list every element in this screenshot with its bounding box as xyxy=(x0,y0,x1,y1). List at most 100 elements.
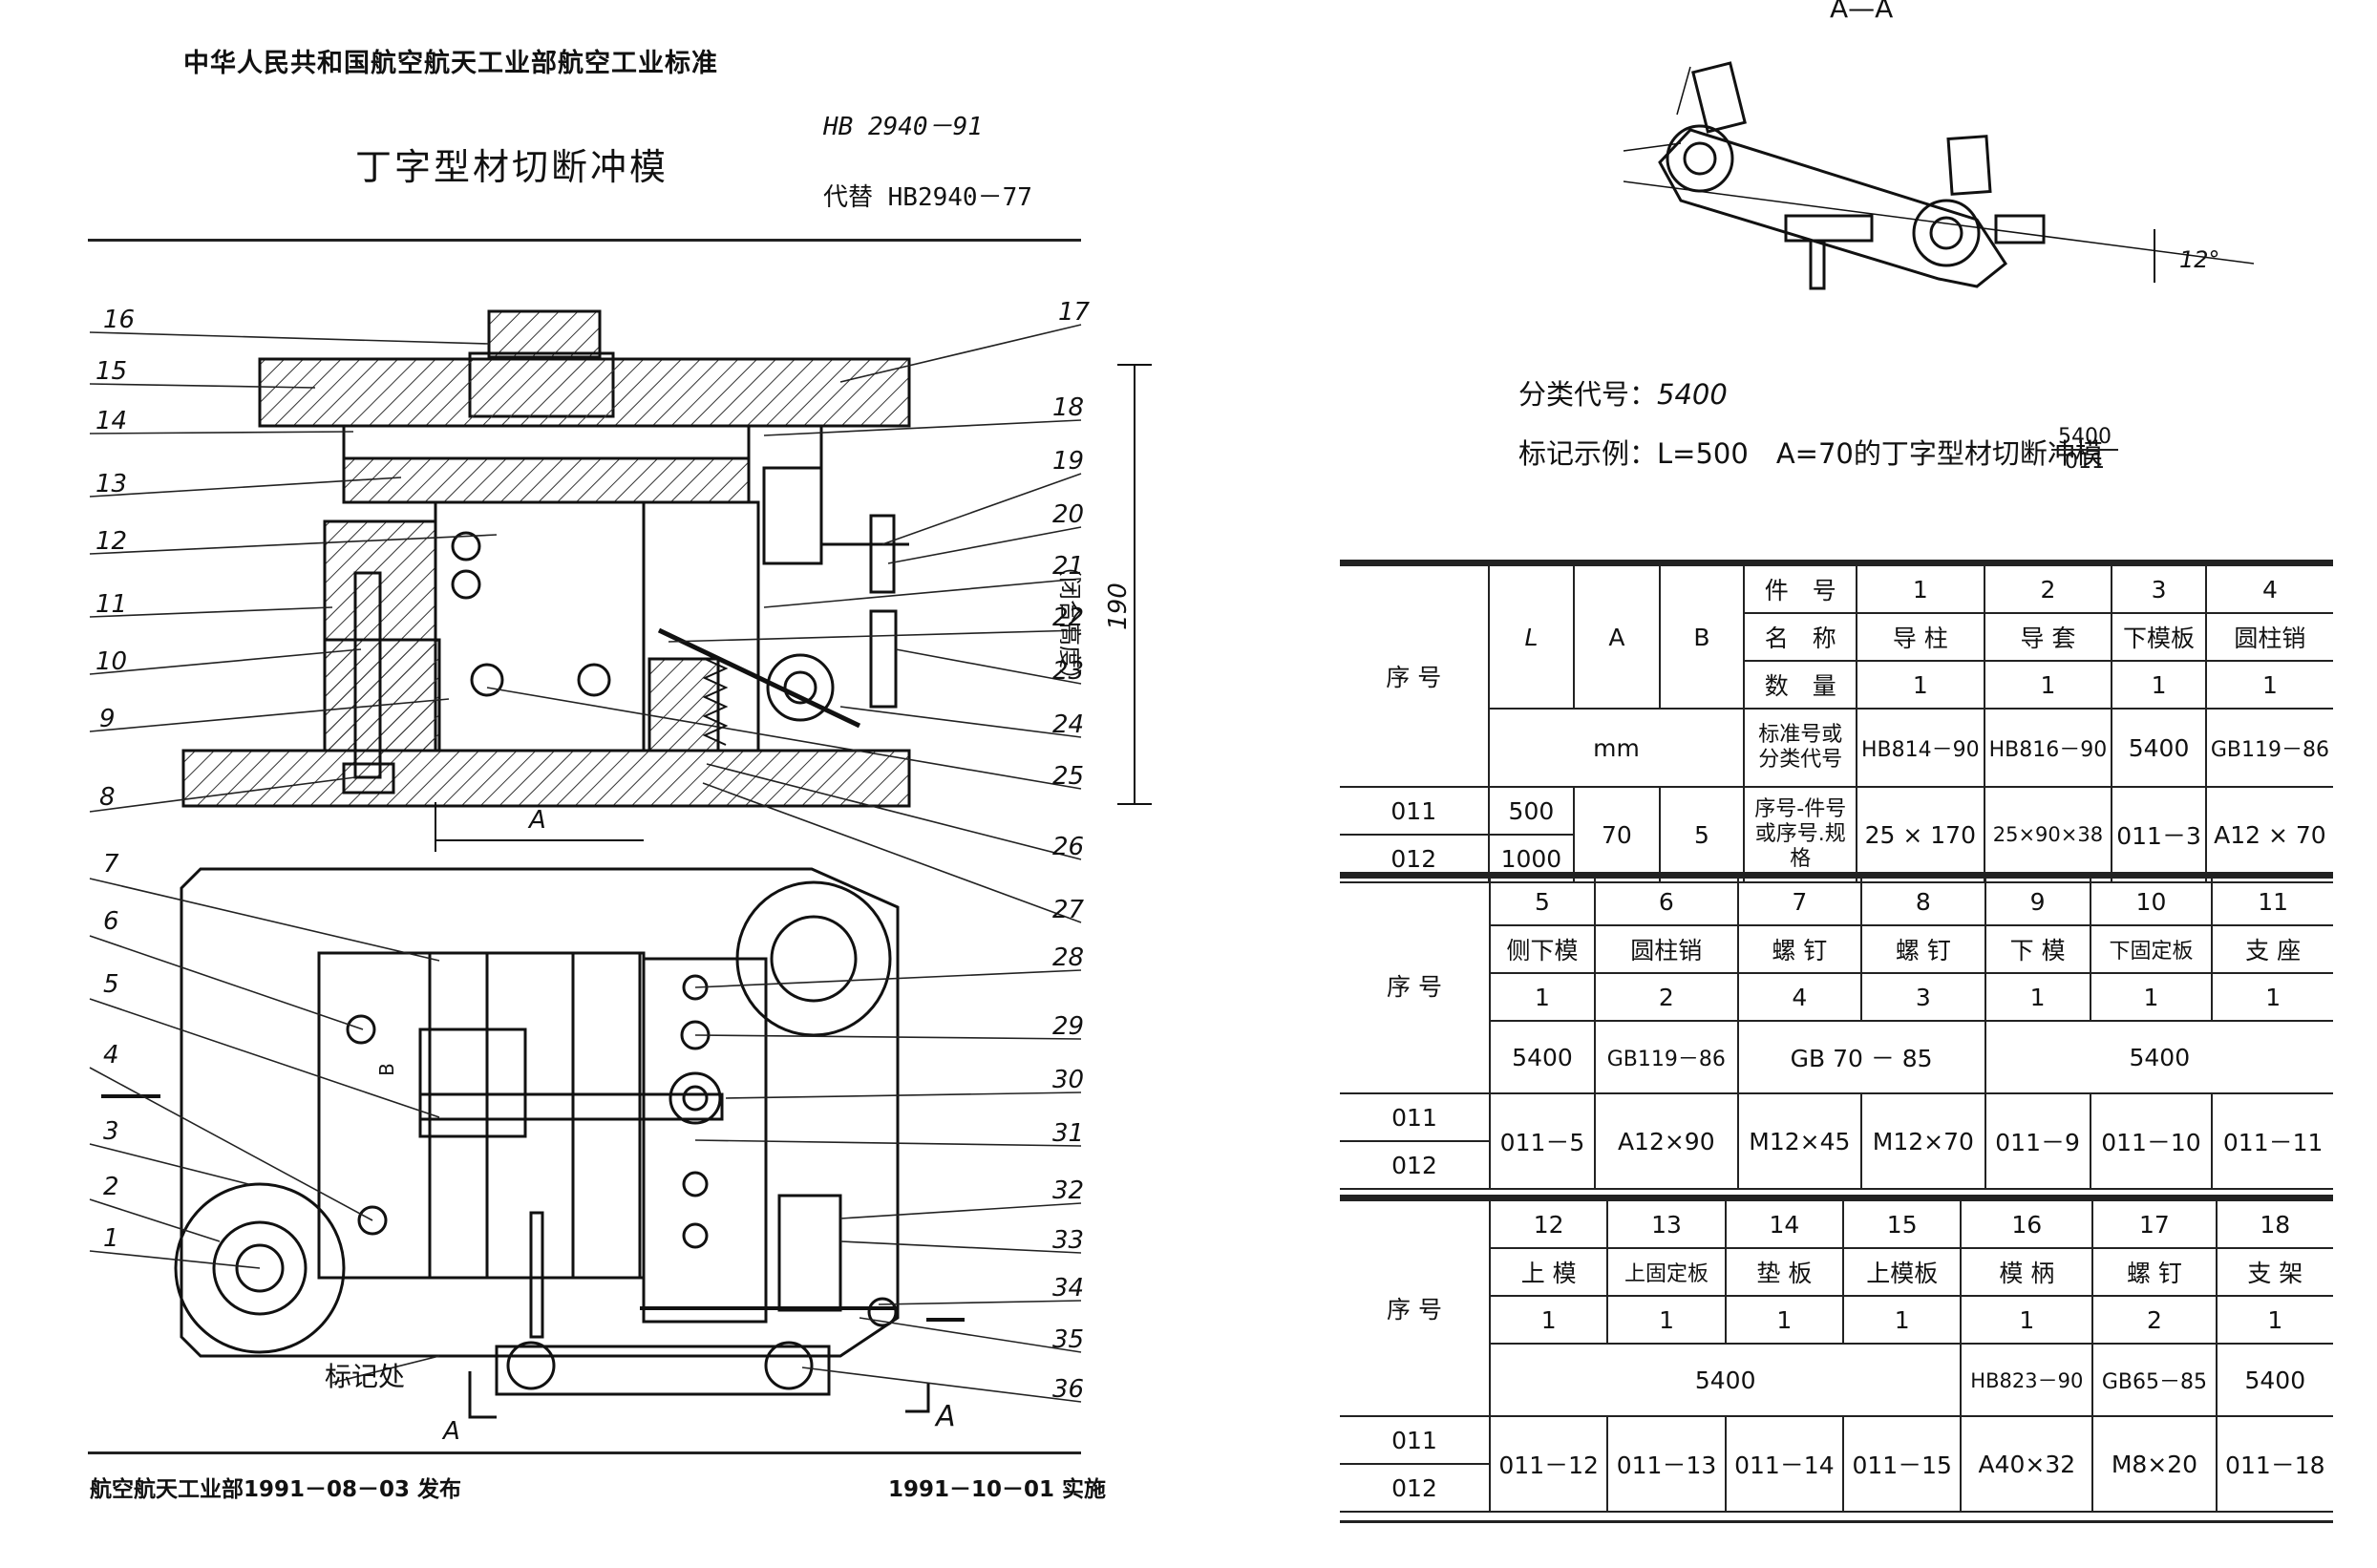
marking-fraction: 5400 011 xyxy=(2051,426,2118,474)
section-aa-label: A—A xyxy=(1830,0,1894,24)
t1-b-value: 5 xyxy=(1658,786,1746,883)
t2-p8-no: 8 xyxy=(1860,877,1986,926)
standard-number: HB 2940－91 xyxy=(823,113,983,141)
t1-seq-label: 序 号 xyxy=(1340,564,1490,788)
t3-std-17: GB65－85 xyxy=(2091,1343,2218,1417)
callout-24: 24 xyxy=(1052,710,1085,739)
table-top-rule xyxy=(1340,560,2333,564)
t3-p13-no: 13 xyxy=(1606,1199,1727,1249)
t2-p7-name: 螺 钉 xyxy=(1736,924,1863,974)
t3-p18-no: 18 xyxy=(2215,1199,2333,1249)
callout-17: 17 xyxy=(1058,298,1091,327)
t3-p16-name: 模 柄 xyxy=(1960,1247,2094,1297)
t3-p18-qty: 1 xyxy=(2215,1295,2333,1345)
implemented-date: 1991－10－01 实施 xyxy=(888,1477,1107,1502)
t2-p6-spec: A12×90 xyxy=(1593,1092,1739,1190)
callout-14: 14 xyxy=(96,407,128,435)
t3-p17-spec: M8×20 xyxy=(2091,1415,2218,1513)
section-mark-a-left: A xyxy=(443,1417,460,1446)
bom-table-1: 序 号 L A B 件 号 1 2 3 4 名 称 导 柱 导 套 下模板 圆柱… xyxy=(1340,564,2333,883)
marking-example: 标记示例：L=500 A=70的丁字型材切断冲模 xyxy=(1518,432,2103,472)
t1-part2-no: 2 xyxy=(1983,564,2113,614)
t1-part1-no: 1 xyxy=(1855,564,1985,614)
replaces-standard: 代替 HB2940－77 xyxy=(823,183,1032,212)
t3-p12-no: 12 xyxy=(1488,1199,1609,1249)
t1-col-b: B xyxy=(1658,564,1746,710)
angle-label: 12° xyxy=(2179,246,2220,273)
t3-p15-no: 15 xyxy=(1842,1199,1963,1249)
callout-23: 23 xyxy=(1052,657,1085,686)
t1-col-l: L xyxy=(1487,564,1576,710)
t2-p6-no: 6 xyxy=(1593,877,1739,926)
footer-rule xyxy=(88,1451,1081,1454)
t3-p18-name: 支 架 xyxy=(2215,1247,2333,1297)
mark-location-label: 标记处 xyxy=(325,1361,406,1392)
t1-part3-std: 5400 xyxy=(2111,708,2207,788)
t2-p8-name: 螺 钉 xyxy=(1860,924,1986,974)
t3-p16-spec: A40×32 xyxy=(1960,1415,2094,1513)
org-heading: 中华人民共和国航空航天工业部航空工业标准 xyxy=(183,49,718,78)
t2-p8-spec: M12×70 xyxy=(1860,1092,1986,1190)
t2-p9-no: 9 xyxy=(1984,877,2091,926)
t3-p14-name: 垫 板 xyxy=(1724,1247,1845,1297)
callout-11: 11 xyxy=(96,590,128,619)
dim-190-label: 190 xyxy=(1103,583,1133,630)
t2-seq-label: 序 号 xyxy=(1340,877,1491,1094)
callout-13: 13 xyxy=(96,470,128,498)
t2-p11-spec: 011－11 xyxy=(2211,1092,2333,1190)
t1-part2-spec: 25×90×38 xyxy=(1983,786,2113,883)
callout-5: 5 xyxy=(103,970,119,999)
t2-p7-no: 7 xyxy=(1736,877,1863,926)
t2-p7-qty: 4 xyxy=(1736,972,1863,1022)
fraction-den: 011 xyxy=(2065,450,2105,474)
t1-part1-std: HB814－90 xyxy=(1855,708,1985,788)
fraction-num: 5400 xyxy=(2051,426,2118,451)
callout-10: 10 xyxy=(96,647,128,676)
bom-table-2: 序 号 5 6 7 8 9 10 11 侧下模 圆柱销 螺 钉 螺 钉 下 模 … xyxy=(1340,877,2333,1190)
dim-a-label: A xyxy=(529,806,546,835)
t1-part4-std: GB119－86 xyxy=(2204,708,2333,788)
t2-p10-spec: 011－10 xyxy=(2089,1092,2214,1190)
t1-part2-qty: 1 xyxy=(1983,660,2113,710)
t2-p5-name: 侧下模 xyxy=(1489,924,1596,974)
callout-15: 15 xyxy=(96,357,128,386)
t1-label-no: 件 号 xyxy=(1743,564,1857,614)
t3-p16-qty: 1 xyxy=(1960,1295,2094,1345)
table-band-rule-1 xyxy=(1340,872,2333,877)
t3-id-012: 012 xyxy=(1340,1463,1491,1513)
t3-p13-spec: 011－13 xyxy=(1606,1415,1727,1513)
t3-p17-qty: 2 xyxy=(2091,1295,2218,1345)
t3-p14-qty: 1 xyxy=(1724,1295,1845,1345)
callout-32: 32 xyxy=(1052,1176,1085,1205)
t1-row1-id: 011 xyxy=(1340,786,1490,836)
t2-p10-no: 10 xyxy=(2089,877,2214,926)
t2-p11-qty: 1 xyxy=(2211,972,2333,1022)
t1-label-spec: 序号-件号或序号.规格 xyxy=(1743,786,1857,883)
classification-code: 分类代号：5400 xyxy=(1518,372,1728,413)
callout-8: 8 xyxy=(99,783,116,812)
page-title: 丁字型材切断冲模 xyxy=(355,146,669,188)
code-label: 分类代号： xyxy=(1518,378,1658,411)
t3-p17-name: 螺 钉 xyxy=(2091,1247,2218,1297)
t1-a-value: 70 xyxy=(1573,786,1661,883)
issued-date: 航空航天工业部1991－08－03 发布 xyxy=(90,1477,462,1502)
callout-35: 35 xyxy=(1052,1325,1085,1354)
t3-std-1215: 5400 xyxy=(1488,1343,1963,1417)
t2-p5-qty: 1 xyxy=(1489,972,1596,1022)
t3-p12-name: 上 模 xyxy=(1488,1247,1609,1297)
t2-std-5: 5400 xyxy=(1489,1020,1596,1094)
t2-p9-name: 下 模 xyxy=(1984,924,2091,974)
t2-std-78: GB 70 － 85 xyxy=(1736,1020,1986,1094)
t1-part4-spec: A12 × 70 xyxy=(2204,786,2333,883)
callout-9: 9 xyxy=(99,705,116,733)
t1-part1-name: 导 柱 xyxy=(1855,612,1985,662)
callout-27: 27 xyxy=(1052,896,1085,924)
t2-p5-spec: 011－5 xyxy=(1489,1092,1596,1190)
t2-p7-spec: M12×45 xyxy=(1736,1092,1863,1190)
t3-p16-no: 16 xyxy=(1960,1199,2094,1249)
t3-p12-spec: 011－12 xyxy=(1488,1415,1609,1513)
callout-33: 33 xyxy=(1052,1226,1085,1255)
t3-p17-no: 17 xyxy=(2091,1199,2218,1249)
t2-p5-no: 5 xyxy=(1489,877,1596,926)
